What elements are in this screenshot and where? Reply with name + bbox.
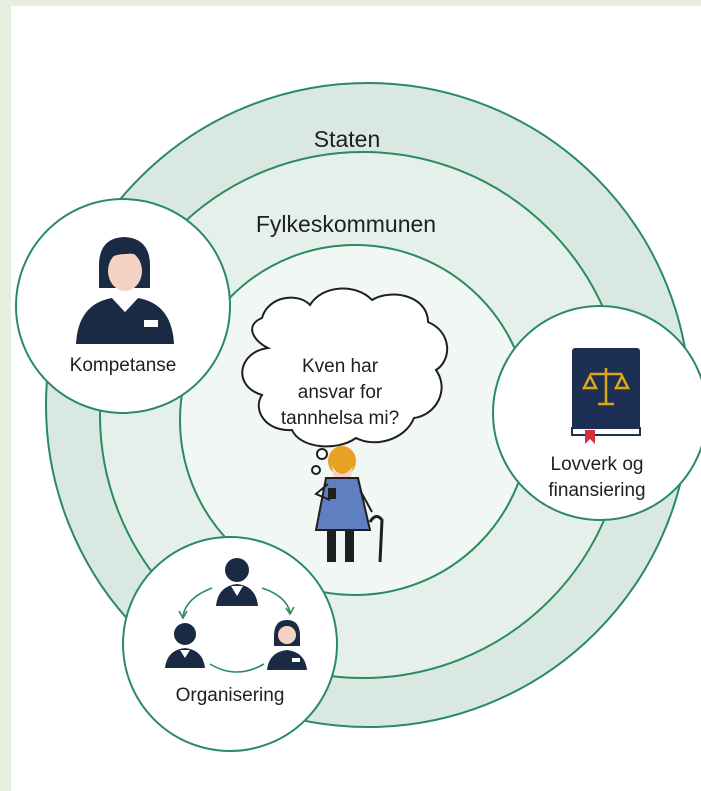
speech-bubble-icon <box>241 287 449 475</box>
label-fylkeskommunen: Fylkeskommunen <box>256 211 436 237</box>
elderly-person-icon <box>314 446 384 563</box>
label-organisering: Organisering <box>176 685 285 706</box>
book-law-icon <box>571 348 641 444</box>
bubble-line-1: Kven har <box>302 356 379 377</box>
label-lovverk-line-1: Lovverk og <box>551 454 644 475</box>
org-network-icon <box>165 558 307 673</box>
label-lovverk-line-2: finansiering <box>548 480 645 501</box>
scales-icon <box>581 368 631 406</box>
bubble-line-3: tannhelsa mi? <box>281 408 399 429</box>
bubble-line-2: ansvar for <box>298 382 383 403</box>
label-kompetanse: Kompetanse <box>70 355 177 376</box>
person-icon <box>76 237 174 344</box>
node-organisering <box>122 536 338 752</box>
label-staten: Staten <box>314 126 381 152</box>
